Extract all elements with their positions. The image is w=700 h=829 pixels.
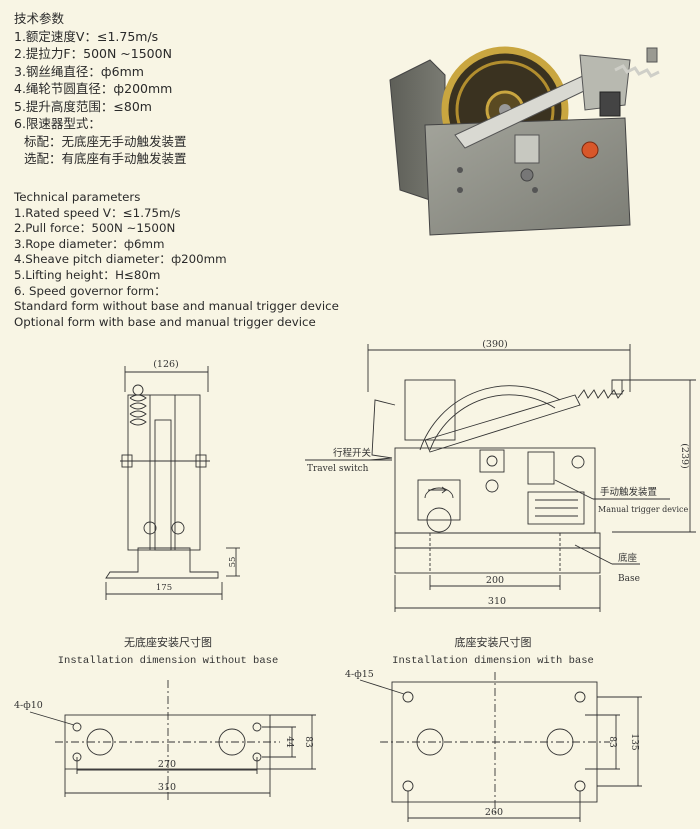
side-dim-top: (126) bbox=[153, 359, 179, 370]
spec-item-en: 4.Sheave pitch diameter：ф200mm bbox=[14, 252, 227, 267]
install-with-base-title-en: Installation dimension with base bbox=[392, 655, 594, 667]
install-with-base-dim-width: 260 bbox=[485, 807, 503, 818]
spec-item-en: 6. Speed governor form： bbox=[14, 283, 166, 298]
install-no-base-title-cn: 无底座安装尺寸图 bbox=[124, 635, 212, 649]
spec-item-en: 2.Pull force：500N ~1500N bbox=[14, 221, 176, 236]
spec-item-cn: 3.钢丝绳直径：ф6mm bbox=[14, 63, 144, 79]
travel-switch-label-cn: 行程开关 bbox=[333, 447, 372, 459]
side-view-drawing: (126) 175 55 bbox=[105, 359, 240, 600]
base-label-en: Base bbox=[618, 574, 640, 584]
spec-item-cn: 2.提拉力F：500N ~1500N bbox=[14, 46, 172, 61]
front-dim-outer: 310 bbox=[488, 596, 506, 607]
front-dim-top: (390) bbox=[482, 339, 508, 350]
spec-title-en: Technical parameters bbox=[14, 190, 141, 204]
spec-list-english: Technical parameters 1.Rated speed V：≤1.… bbox=[14, 190, 339, 330]
install-with-base-holes: 4-ф15 bbox=[345, 669, 374, 680]
install-no-base-dim-h1: 44 bbox=[284, 736, 294, 748]
spec-item-en: 1.Rated speed V：≤1.75m/s bbox=[14, 205, 181, 220]
spec-optional-en: Optional form with base and manual trigg… bbox=[14, 314, 316, 329]
spec-item-cn: 1.额定速度V：≤1.75m/s bbox=[14, 28, 159, 44]
spec-item-en: 3.Rope diameter：ф6mm bbox=[14, 236, 165, 251]
manual-trigger-label-cn: 手动触发装置 bbox=[600, 486, 657, 498]
spec-standard-en: Standard form without base and manual tr… bbox=[14, 299, 339, 314]
front-view-drawing: (390) (239) bbox=[305, 339, 696, 612]
spec-item-cn: 4.绳轮节圆直径：ф200mm bbox=[14, 81, 173, 96]
install-with-base-dim-h2: 135 bbox=[629, 733, 639, 750]
install-no-base-holes: 4-ф10 bbox=[14, 700, 43, 711]
install-with-base-drawing: 底座安装尺寸图 Installation dimension with base… bbox=[345, 635, 642, 822]
spec-list-chinese: 技术参数 1.额定速度V：≤1.75m/s 2.提拉力F：500N ~1500N… bbox=[14, 10, 187, 168]
side-dim-bottom: 175 bbox=[156, 583, 172, 593]
front-dim-right: (239) bbox=[679, 443, 690, 469]
install-no-base-drawing: 无底座安装尺寸图 Installation dimension without … bbox=[14, 635, 316, 800]
product-photo bbox=[389, 46, 660, 236]
spec-item-cn: 5.提升高度范围：≤80m bbox=[14, 98, 152, 114]
install-no-base-dim-outer: 310 bbox=[158, 782, 176, 793]
travel-switch-label-en: Travel switch bbox=[307, 464, 369, 474]
install-with-base-dim-h1: 83 bbox=[607, 736, 617, 748]
install-no-base-dim-h2: 83 bbox=[303, 736, 313, 748]
front-dim-inner: 200 bbox=[486, 575, 504, 586]
spec-optional-cn: 选配：有底座有手动触发装置 bbox=[24, 151, 187, 166]
base-label-cn: 底座 bbox=[618, 552, 638, 564]
side-dim-right: 55 bbox=[228, 557, 238, 568]
install-no-base-dim-inner: 270 bbox=[158, 759, 176, 770]
spec-title-cn: 技术参数 bbox=[14, 11, 65, 26]
manual-trigger-label-en: Manual trigger device bbox=[598, 505, 688, 514]
spec-item-cn: 6.限速器型式： bbox=[14, 116, 101, 131]
spec-standard-cn: 标配：无底座无手动触发装置 bbox=[24, 133, 187, 149]
install-with-base-title-cn: 底座安装尺寸图 bbox=[455, 635, 532, 649]
spec-item-en: 5.Lifting height：H≤80m bbox=[14, 267, 161, 282]
install-no-base-title-en: Installation dimension without base bbox=[58, 655, 279, 667]
